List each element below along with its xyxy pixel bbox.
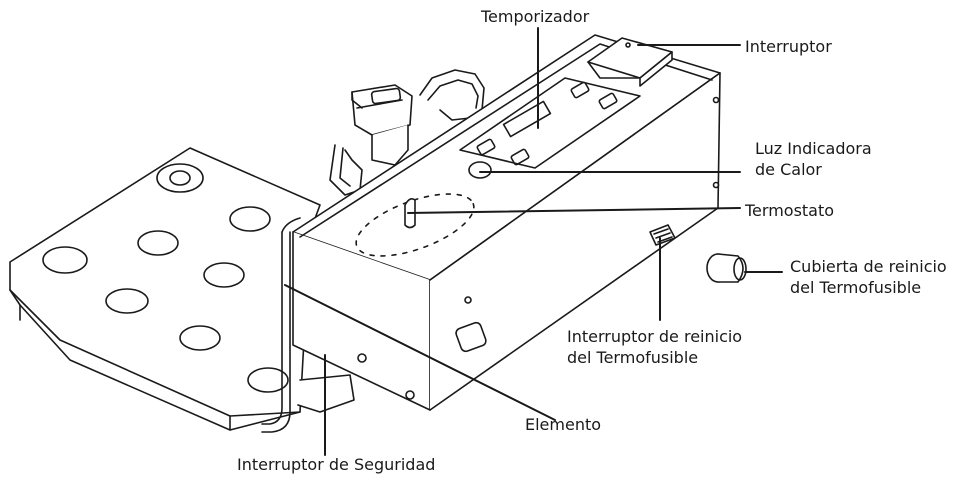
label-thermostat: Termostato	[745, 201, 835, 220]
housing	[292, 34, 721, 411]
label-reset-cover: Cubierta de reinicio del Termofusible	[790, 257, 947, 297]
perforated-plate	[9, 147, 321, 431]
power-switch	[587, 37, 673, 87]
label-heat-light: Luz Indicadora de Calor	[755, 139, 872, 179]
frame-rod	[261, 217, 301, 433]
reset-button	[649, 224, 676, 246]
label-reset-switch: Interruptor de reinicio del Termofusible	[567, 327, 743, 367]
heat-light	[468, 161, 492, 179]
leader-thermostat	[407, 207, 741, 214]
leader-lines	[284, 27, 783, 456]
control-panel	[459, 77, 641, 169]
label-element: Elemento	[525, 415, 602, 434]
label-timer: Temporizador	[481, 7, 590, 26]
leader-element	[284, 284, 556, 421]
label-power-switch: Interruptor	[745, 37, 832, 56]
reset-cover	[706, 253, 747, 283]
back-knob	[351, 84, 413, 166]
label-safety-switch: Interruptor de Seguridad	[237, 455, 436, 474]
